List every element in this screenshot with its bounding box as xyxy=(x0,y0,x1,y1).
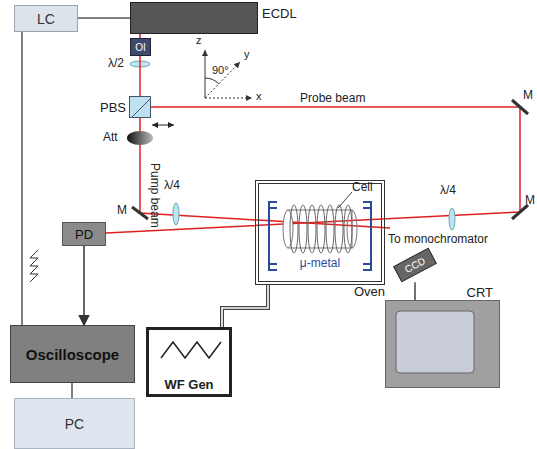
node-label: CRT xyxy=(467,285,493,300)
attenuator xyxy=(127,131,153,145)
node-label: LC xyxy=(37,11,55,27)
translation-arrow xyxy=(152,125,174,126)
node-label: OI xyxy=(135,42,146,53)
mirror xyxy=(512,100,528,114)
node-label: CCD xyxy=(403,255,427,275)
part-label: λ/2 xyxy=(108,56,124,70)
node-label: μ-metal xyxy=(300,256,340,270)
connector xyxy=(222,285,268,327)
oven-box: Ovenμ-metal xyxy=(255,180,385,285)
node-label: PBS xyxy=(100,100,126,115)
mirror xyxy=(512,205,528,219)
part-label: M xyxy=(525,193,535,207)
camera-box: CCD xyxy=(393,248,437,283)
part-label: y xyxy=(244,48,250,60)
node-label: Oscilloscope xyxy=(26,346,119,363)
monitor-box: CRT xyxy=(385,300,500,388)
part-label: M xyxy=(523,88,533,102)
part-label: To monochromator xyxy=(388,232,488,246)
node-label: PD xyxy=(75,227,93,242)
photodiode-box: PD xyxy=(62,222,106,246)
leader-line xyxy=(338,192,352,208)
part-label: Pump beam xyxy=(148,163,162,228)
quarter-wave-plate xyxy=(449,208,455,230)
generator-box: WF Gen xyxy=(146,327,232,397)
sawtooth-symbol xyxy=(30,250,38,282)
y-axis xyxy=(205,62,240,98)
z-axis xyxy=(205,50,206,98)
part-label: Cell xyxy=(352,180,373,194)
node-label: PC xyxy=(65,416,84,432)
connector xyxy=(140,56,141,96)
part-label: z xyxy=(196,34,202,46)
connector xyxy=(84,246,85,325)
pc-box: PC xyxy=(14,398,135,449)
probe-beam xyxy=(106,107,520,233)
beam-splitter: PBS xyxy=(129,96,151,118)
angle-arc xyxy=(205,78,219,84)
quarter-wave-plate xyxy=(173,203,179,225)
connector xyxy=(72,383,73,398)
connector xyxy=(78,18,130,19)
coil-windings xyxy=(290,205,352,253)
node-label: ECDL xyxy=(262,6,297,21)
part-label: x xyxy=(256,90,262,102)
oscilloscope-box: Oscilloscope xyxy=(10,325,135,383)
node-label: WF Gen xyxy=(164,377,213,392)
vapour-cell xyxy=(283,210,357,248)
x-axis xyxy=(205,98,252,99)
part-label: λ/4 xyxy=(164,178,180,192)
part-label: Probe beam xyxy=(300,91,365,105)
part-label: λ/4 xyxy=(440,183,456,197)
connector xyxy=(415,282,416,300)
part-label: M xyxy=(117,203,127,217)
mirror xyxy=(132,207,148,219)
connector xyxy=(22,32,23,325)
part-label: 90° xyxy=(212,64,229,76)
shield-box: μ-metal xyxy=(267,200,373,272)
monitor-screen xyxy=(386,301,499,387)
isolator-box: OI xyxy=(130,38,151,56)
controller-box: LC xyxy=(14,5,78,32)
part-label: Att xyxy=(103,130,118,144)
laser-box: ECDL xyxy=(130,2,258,34)
node-label: Oven xyxy=(354,284,385,299)
splitter-diagonal xyxy=(130,97,150,117)
